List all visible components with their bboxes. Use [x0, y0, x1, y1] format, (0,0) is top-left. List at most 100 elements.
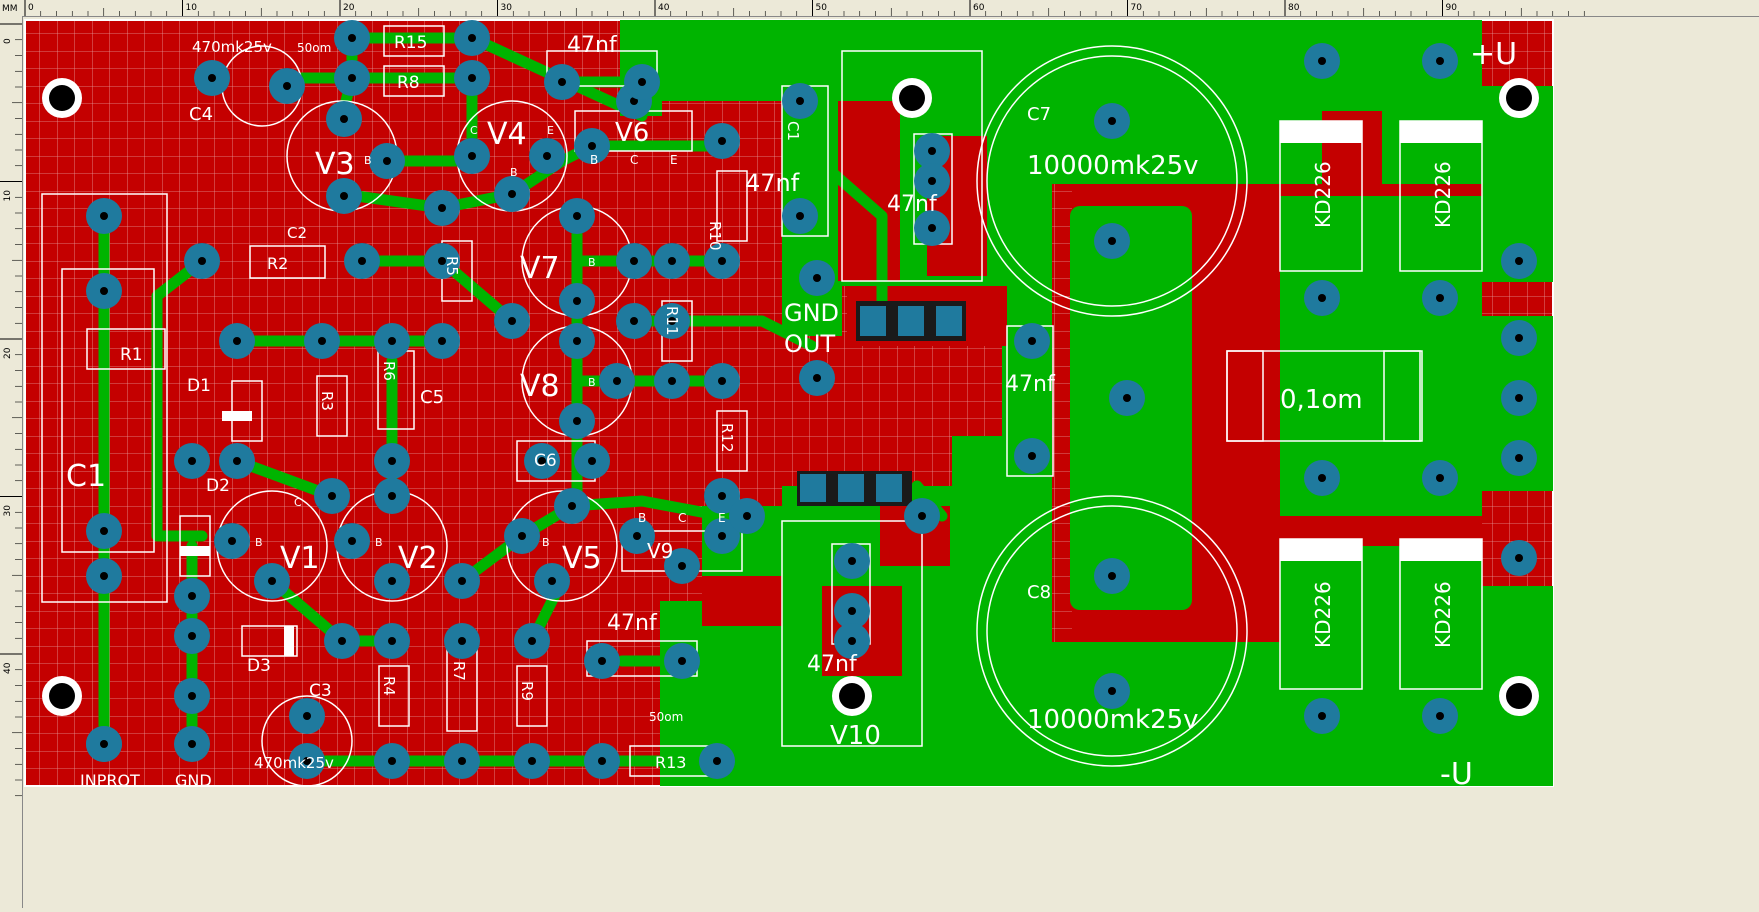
v1-pin-b: B	[255, 536, 263, 549]
drill-hole	[668, 377, 676, 385]
drill-hole	[318, 337, 326, 345]
c6-label: C6	[534, 451, 557, 471]
drill-hole	[340, 115, 348, 123]
ruler-left-label: 30	[3, 505, 13, 517]
drill-hole	[848, 607, 856, 615]
drill-hole	[468, 152, 476, 160]
v6-label: V6	[615, 118, 649, 148]
r9-label: R9	[518, 681, 536, 701]
kd226-2: KD226	[1431, 161, 1455, 228]
c7-value: 10000mk25v	[1027, 151, 1199, 181]
drill-hole	[813, 274, 821, 282]
drill-hole	[528, 757, 536, 765]
pcb-board[interactable]: 470mk25v 50om C4 R15 R8 47nf V3 V4 V6 C2…	[22, 16, 1759, 908]
drill-hole	[388, 757, 396, 765]
drill-hole	[388, 457, 396, 465]
drill-hole	[188, 457, 196, 465]
drill-hole	[568, 502, 576, 510]
gnd-out-label-2: OUT	[784, 330, 835, 358]
drill-hole	[328, 492, 336, 500]
pads[interactable]	[86, 20, 1537, 779]
v6-pin-e: E	[670, 153, 678, 167]
v3-label: V3	[315, 147, 355, 182]
shunt-value: 0,1om	[1280, 385, 1363, 415]
drill-hole	[388, 637, 396, 645]
drill-hole	[588, 142, 596, 150]
c3-value: 470mk25v	[254, 754, 334, 772]
drill-hole	[548, 577, 556, 585]
drill-hole	[630, 257, 638, 265]
drill-hole	[928, 177, 936, 185]
drill-hole	[1318, 294, 1326, 302]
drill-hole	[678, 657, 686, 665]
v4-pin-e: E	[547, 124, 554, 137]
v8-label: V8	[520, 369, 560, 404]
drill-hole	[743, 512, 751, 520]
v5-pin-b: B	[542, 536, 550, 549]
drill-hole	[188, 692, 196, 700]
drill-hole	[1515, 454, 1523, 462]
drill-hole	[348, 74, 356, 82]
gnd-out-label-1: GND	[784, 299, 839, 327]
drill-hole	[458, 577, 466, 585]
drill-hole	[283, 82, 291, 90]
ruler-unit: MM	[2, 4, 18, 14]
c8-value: 10000mk25v	[1027, 705, 1199, 735]
drill-hole	[633, 532, 641, 540]
drill-hole	[928, 224, 936, 232]
drill-hole	[228, 537, 236, 545]
v4-pin-c: C	[470, 124, 478, 137]
drill-hole	[233, 337, 241, 345]
inprot-label: INPROT	[80, 771, 140, 790]
ruler-left-label: 0	[3, 38, 13, 44]
drill-hole	[303, 712, 311, 720]
drill-hole	[796, 212, 804, 220]
c-47nf-c8: 47nf	[1005, 372, 1056, 397]
r12-label: R12	[718, 423, 736, 453]
drill-hole	[348, 34, 356, 42]
drill-hole	[508, 190, 516, 198]
drill-hole	[796, 97, 804, 105]
drill-hole	[1436, 712, 1444, 720]
drill-hole	[1108, 117, 1116, 125]
drill-hole	[573, 297, 581, 305]
v2-label: V2	[398, 541, 438, 576]
drill-hole	[1515, 257, 1523, 265]
drill-hole	[1318, 712, 1326, 720]
drill-hole	[573, 337, 581, 345]
drill-hole	[188, 592, 196, 600]
drill-hole	[1108, 237, 1116, 245]
drill-hole	[630, 97, 638, 105]
r-50om-bottom: 50om	[649, 710, 683, 724]
drill-hole	[468, 34, 476, 42]
c7-label: C7	[1027, 104, 1051, 125]
drill-hole	[348, 537, 356, 545]
drill-hole	[388, 337, 396, 345]
v10-regulator-pads[interactable]	[797, 471, 912, 506]
drill-hole	[598, 757, 606, 765]
v2-pin-b: B	[375, 536, 383, 549]
drill-hole	[438, 257, 446, 265]
drill-hole	[718, 137, 726, 145]
r4-label: R4	[380, 676, 398, 696]
r6-label: R6	[380, 361, 398, 381]
r5-label: R5	[443, 256, 461, 276]
drill-hole	[638, 78, 646, 86]
ruler-top-label: 10	[186, 3, 198, 13]
v9-pin-e: E	[718, 511, 726, 525]
c4-label: C4	[189, 104, 213, 125]
gnd-out-connector[interactable]	[856, 301, 966, 341]
v4-label: V4	[487, 117, 527, 152]
ruler-left-label: 40	[3, 662, 13, 674]
drill-hole	[1028, 452, 1036, 460]
drill-hole	[718, 377, 726, 385]
drill-hole	[1108, 572, 1116, 580]
ruler-top-label: 30	[501, 3, 513, 13]
drill-hole	[100, 287, 108, 295]
d2-label: D2	[206, 476, 230, 496]
v4-pin-b: B	[510, 166, 518, 179]
r-50om-top: 50om	[297, 41, 331, 55]
diode-bands	[180, 121, 1482, 656]
